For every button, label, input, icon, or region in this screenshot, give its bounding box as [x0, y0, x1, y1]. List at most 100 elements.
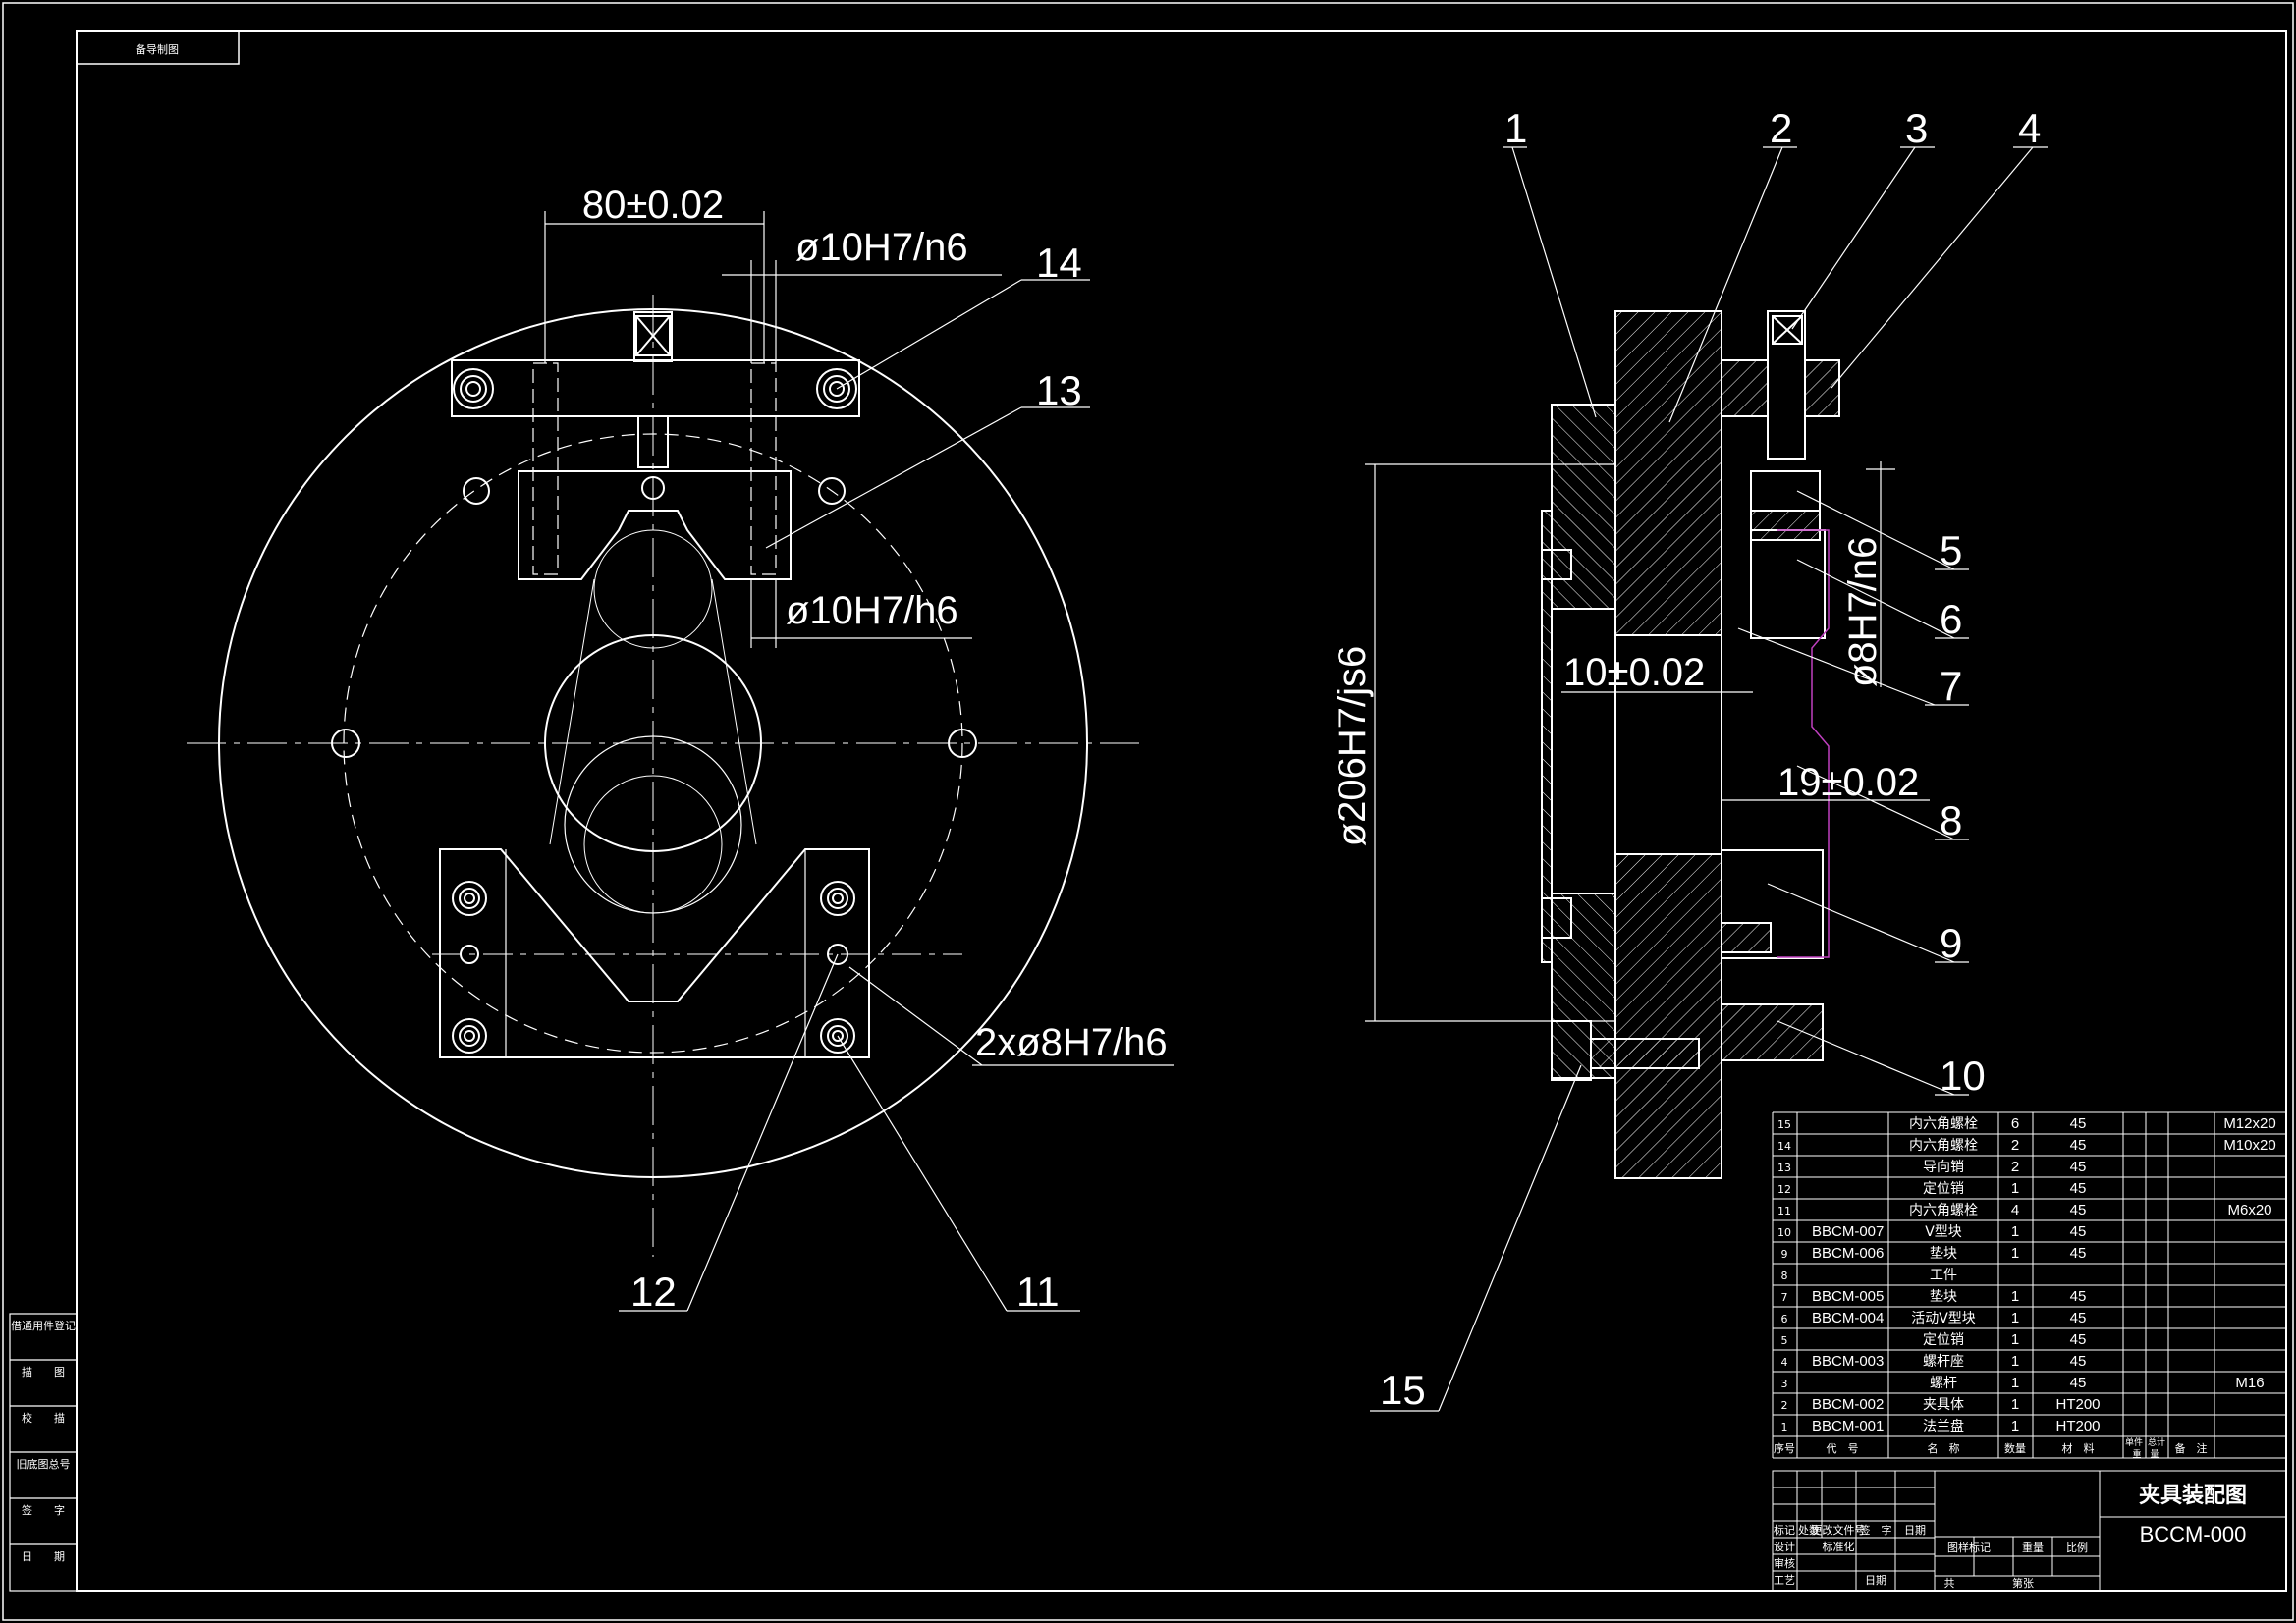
balloon-11: 11: [1016, 1269, 1060, 1315]
bom-qty: 6: [2011, 1115, 2019, 1132]
tb-count: 处数: [1798, 1524, 1820, 1537]
bom-name: 垫块: [1930, 1289, 1957, 1305]
bom-material: 45: [2070, 1137, 2087, 1154]
tb-approve: 日期: [1865, 1574, 1886, 1587]
bom-name: 夹具体: [1923, 1397, 1964, 1413]
bom-header-code: 代 号: [1827, 1442, 1859, 1455]
balloon-1: 1: [1504, 105, 1527, 151]
bom-name: 工件: [1930, 1268, 1957, 1283]
dim-10h7n6: ø10H7/n6: [795, 226, 968, 269]
tb-mark: 标记: [1774, 1523, 1795, 1537]
balloon-6: 6: [1940, 596, 1962, 642]
bom-material: 45: [2070, 1202, 2087, 1218]
drawing-title: 夹具装配图: [2139, 1484, 2247, 1508]
side-label: 日 期: [22, 1550, 65, 1563]
bom-name: 螺杆: [1930, 1376, 1957, 1391]
bom-name: 内六角螺栓: [1909, 1116, 1978, 1132]
bom-qty: 2: [2011, 1159, 2019, 1175]
balloon-15: 15: [1380, 1367, 1426, 1413]
bom-material: 45: [2070, 1331, 2087, 1348]
bom-no: 13: [1777, 1162, 1791, 1174]
bom-code: BBCM-002: [1812, 1396, 1884, 1413]
bom-material: 45: [2070, 1310, 2087, 1326]
bom-material: 45: [2070, 1353, 2087, 1370]
bom-note: M6x20: [2227, 1202, 2271, 1218]
tb-file: 更改文件号: [1812, 1523, 1866, 1537]
side-label: 签 字: [22, 1503, 65, 1517]
bom-name: 定位销: [1923, 1181, 1964, 1197]
bom-qty: 4: [2011, 1202, 2019, 1218]
bom-no: 4: [1781, 1356, 1788, 1369]
bom-name: 螺杆座: [1923, 1354, 1964, 1370]
bom-no: 8: [1781, 1270, 1788, 1282]
tb-date: 日期: [1904, 1524, 1926, 1537]
bom-code: BBCM-006: [1812, 1245, 1884, 1262]
bom-qty: 1: [2011, 1180, 2019, 1197]
bom-header-single: 单件: [2125, 1436, 2143, 1448]
bom-no: 1: [1781, 1421, 1788, 1434]
bom-qty: 1: [2011, 1375, 2019, 1391]
tb-design: 设计: [1774, 1541, 1795, 1553]
dim-8: ø8H7/n6: [1841, 537, 1885, 687]
balloon-9: 9: [1940, 920, 1962, 966]
bom-name: 活动V型块: [1911, 1311, 1976, 1326]
bom-no: 14: [1777, 1140, 1791, 1153]
bom-no: 2: [1781, 1399, 1788, 1412]
bom-no: 7: [1781, 1291, 1788, 1304]
tb-sheet: 第张: [2012, 1576, 2034, 1590]
tb-standard: 标准化: [1823, 1540, 1855, 1553]
bom-no: 9: [1781, 1248, 1788, 1261]
balloon-13: 13: [1036, 367, 1082, 413]
balloon-8: 8: [1940, 797, 1962, 843]
bom-no: 15: [1777, 1118, 1791, 1131]
bom-name: 法兰盘: [1923, 1418, 1964, 1434]
side-label: 描 图: [22, 1365, 65, 1379]
bom-no: 10: [1777, 1226, 1791, 1239]
side-label: 校 描: [22, 1411, 65, 1425]
dim-2x8: 2xø8H7/h6: [975, 1021, 1168, 1064]
bom-note: M10x20: [2223, 1137, 2275, 1154]
bom-qty: 1: [2011, 1223, 2019, 1240]
bom-material: 45: [2070, 1375, 2087, 1391]
side-table-labels: 借通用件登记 描 图 校 描 旧底图总号 签 字 日 期: [11, 1319, 76, 1563]
bom-no: 11: [1777, 1205, 1791, 1217]
bom-name: 定位销: [1923, 1332, 1964, 1348]
bom-no: 6: [1781, 1313, 1788, 1325]
balloon-7: 7: [1940, 663, 1962, 709]
bom-material: HT200: [2055, 1418, 2100, 1434]
front-view: [187, 295, 1139, 1257]
balloon-12: 12: [630, 1269, 677, 1315]
corner-tag: 备导制图: [136, 42, 179, 56]
bom-qty: 1: [2011, 1331, 2019, 1348]
dim-80: 80±0.02: [582, 184, 724, 227]
balloon-14: 14: [1036, 240, 1082, 286]
tb-craft: 工艺: [1774, 1574, 1795, 1587]
bom-code: BBCM-007: [1812, 1223, 1884, 1240]
bom-qty: 1: [2011, 1353, 2019, 1370]
bom-header-material: 材 料: [2062, 1441, 2095, 1455]
dim-19: 19±0.02: [1777, 761, 1919, 804]
bom-material: 45: [2070, 1223, 2087, 1240]
front-dimension-text: 80±0.02 ø10H7/n6 ø10H7/h6 2xø8H7/h6 14 1…: [582, 184, 1168, 1315]
bom-header-no: 序号: [1774, 1441, 1795, 1455]
workpiece-profile: [1777, 529, 1830, 958]
bom-material: 45: [2070, 1245, 2087, 1262]
bom-name: V型块: [1925, 1224, 1962, 1240]
side-dimensions: [1365, 146, 2048, 1412]
balloon-3: 3: [1905, 105, 1928, 151]
bom-material: 45: [2070, 1180, 2087, 1197]
bom-header-qty: 数量: [2004, 1442, 2026, 1455]
bom-header-note: 备 注: [2175, 1441, 2208, 1455]
side-table: [9, 1313, 78, 1592]
bom-header-total: 总计: [2148, 1436, 2165, 1448]
bom-code: BBCM-001: [1812, 1418, 1884, 1434]
bom-no: 5: [1781, 1334, 1788, 1347]
bom-material: 45: [2070, 1288, 2087, 1305]
tb-weight: 重量: [2022, 1541, 2044, 1554]
bom-qty: 1: [2011, 1288, 2019, 1305]
dim-206: ø206H7/js6: [1331, 646, 1374, 847]
bom-qty: 1: [2011, 1310, 2019, 1326]
